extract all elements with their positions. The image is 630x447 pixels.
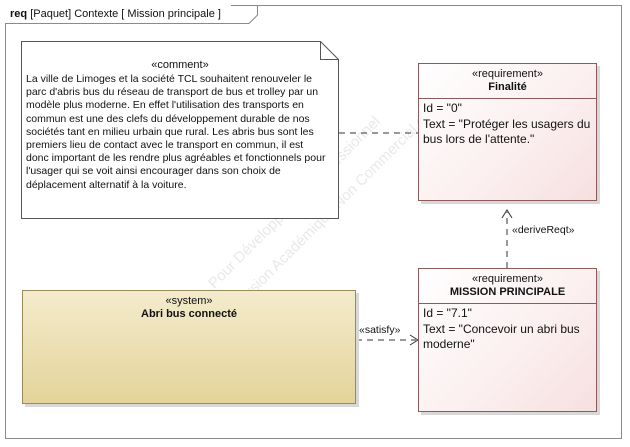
derive-arrowhead xyxy=(501,209,513,219)
frame-title: [Paquet] Contexte [ Mission principale ] xyxy=(30,8,221,20)
requirement-attributes: Id = "7.1" Text = "Concevoir un abri bus… xyxy=(419,304,596,355)
requirement-stereotype: «requirement» xyxy=(472,273,543,285)
system-name: Abri bus connecté xyxy=(141,308,237,320)
requirement-divider xyxy=(419,303,596,304)
requirement-divider xyxy=(419,98,596,99)
system-stereotype: «system» xyxy=(165,295,213,307)
derive-label: «deriveReqt» xyxy=(512,224,575,236)
requirement-mission-principale[interactable]: «requirement» MISSION PRINCIPALE Id = "7… xyxy=(418,268,597,412)
requirement-name: MISSION PRINCIPALE xyxy=(449,286,566,298)
requirement-text: Text = "Concevoir un abri bus moderne" xyxy=(423,321,580,352)
comment-stereotype: «comment» xyxy=(151,59,209,71)
system-block[interactable]: «system» Abri bus connecté xyxy=(22,290,356,404)
requirement-finalite[interactable]: «requirement» Finalité Id = "0" Text = "… xyxy=(418,63,597,201)
requirement-name: Finalité xyxy=(488,81,527,93)
requirement-id: Id = "0" xyxy=(423,101,462,115)
requirement-text: Text = "Protéger les usagers du bus lors… xyxy=(423,116,591,147)
satisfy-label: «satisfy» xyxy=(359,324,401,336)
requirement-id: Id = "7.1" xyxy=(423,306,472,320)
requirement-stereotype: «requirement» xyxy=(472,68,543,80)
frame-tab: req [Paquet] Contexte [ Mission principa… xyxy=(5,5,231,23)
requirement-attributes: Id = "0" Text = "Protéger les usagers du… xyxy=(419,99,596,150)
frame-tab-outline xyxy=(5,5,258,24)
comment-body: La ville de Limoges et la société TCL so… xyxy=(26,73,326,191)
comment-note-shape xyxy=(21,41,339,219)
frame-kind: req xyxy=(10,8,28,20)
comment-note[interactable]: «comment» La ville de Limoges et la soci… xyxy=(21,41,339,219)
